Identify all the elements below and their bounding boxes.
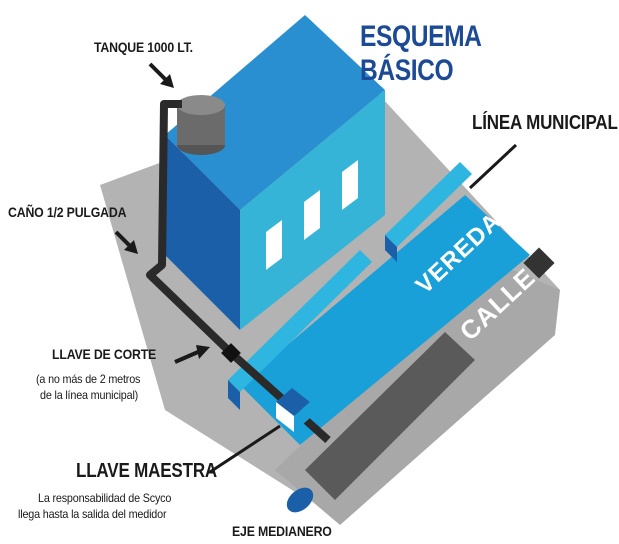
shutoff-valve xyxy=(221,343,241,363)
diagram-title: ESQUEMA BÁSICO xyxy=(360,20,481,87)
master-note-line-2: llega hasta la salida del medidor xyxy=(18,507,167,521)
party-wall-marker xyxy=(286,487,314,513)
master-valve-label: LLAVE MAESTRA xyxy=(76,460,218,482)
shutoff-note-line-2: de la línea municipal) xyxy=(40,388,139,402)
municipal-wall-2 xyxy=(385,162,472,247)
tank-label: TANQUE 1000 LT. xyxy=(94,39,193,55)
pipe-arrow xyxy=(114,230,138,254)
window xyxy=(304,190,320,240)
master-valve-leader xyxy=(209,424,281,474)
water-pipe xyxy=(146,100,331,443)
shutoff-valve-label: LLAVE DE CORTE xyxy=(52,346,157,362)
tank-arrow xyxy=(148,62,174,88)
municipal-wall xyxy=(228,250,372,392)
municipal-line-leader xyxy=(468,143,518,190)
shutoff-arrow xyxy=(174,345,210,364)
meter-box-left xyxy=(276,402,294,432)
master-note-line-1: La responsabilidad de Scyco xyxy=(38,491,172,505)
building-roof xyxy=(165,15,385,210)
meter-box-right xyxy=(294,402,310,432)
tank-top xyxy=(177,95,225,115)
sidewalk-area xyxy=(240,195,530,445)
municipal-wall-2-dark xyxy=(385,235,397,262)
window xyxy=(342,160,358,210)
road-strip xyxy=(305,332,475,500)
shutoff-note-line-1: (a no más de 2 metros xyxy=(36,372,141,386)
meter-box-top xyxy=(276,388,310,416)
pipe-label: CAÑO 1/2 PULGADA xyxy=(8,204,127,220)
party-wall-axis-label: EJE MEDIANERO xyxy=(232,523,332,539)
building-front xyxy=(165,135,240,330)
window xyxy=(266,220,282,270)
municipal-wall-dark xyxy=(228,380,240,410)
municipal-line-label: LÍNEA MUNICIPAL xyxy=(472,112,618,134)
